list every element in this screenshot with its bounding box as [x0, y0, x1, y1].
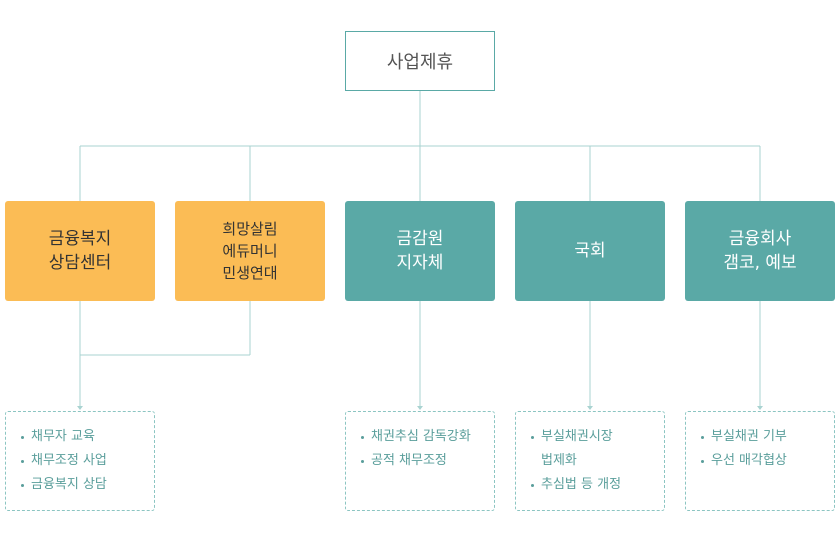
node-line: 국회: [574, 241, 606, 261]
node-line: 희망살림: [222, 220, 278, 238]
detail-item: 채무자 교육: [21, 425, 154, 449]
detail-box-assembly: 부실채권시장 법제화 추심법 등 개정: [515, 411, 665, 511]
detail-item: 공적 채무조정: [361, 449, 494, 473]
node-line: 상담센터: [48, 253, 112, 273]
detail-box-financial-companies: 부실채권 기부 우선 매각협상: [685, 411, 835, 511]
detail-item: 채권추심 감독강화: [361, 425, 494, 449]
node-financial-companies: 금융회사 갬코, 예보: [685, 201, 835, 301]
detail-box-fss: 채권추심 감독강화 공적 채무조정: [345, 411, 495, 511]
root-label: 사업제휴: [386, 52, 454, 73]
node-line: 금감원: [396, 229, 444, 249]
node-national-assembly: 국회: [515, 201, 665, 301]
detail-item: 금융복지 상담: [21, 473, 154, 497]
detail-item: 우선 매각협상: [701, 449, 834, 473]
root-node-partnership: 사업제휴: [345, 31, 495, 91]
detail-item-continued: 법제화: [541, 453, 577, 468]
node-line: 금융복지: [48, 229, 112, 249]
detail-item: 채무조정 사업: [21, 449, 154, 473]
node-line: 갬코, 예보: [723, 253, 797, 273]
node-financial-welfare-center: 금융복지 상담센터: [5, 201, 155, 301]
node-line: 민생연대: [222, 264, 278, 282]
detail-item: 추심법 등 개정: [531, 473, 664, 497]
node-line: 금융회사: [728, 229, 792, 249]
node-civic-groups: 희망살림 에듀머니 민생연대: [175, 201, 325, 301]
node-line: 에듀머니: [222, 242, 278, 260]
detail-box-welfare-center: 채무자 교육 채무조정 사업 금융복지 상담: [5, 411, 155, 511]
node-line: 지자체: [396, 253, 444, 273]
detail-item: 부실채권 기부: [701, 425, 834, 449]
node-fss-local-gov: 금감원 지자체: [345, 201, 495, 301]
detail-item: 부실채권시장: [531, 425, 664, 449]
